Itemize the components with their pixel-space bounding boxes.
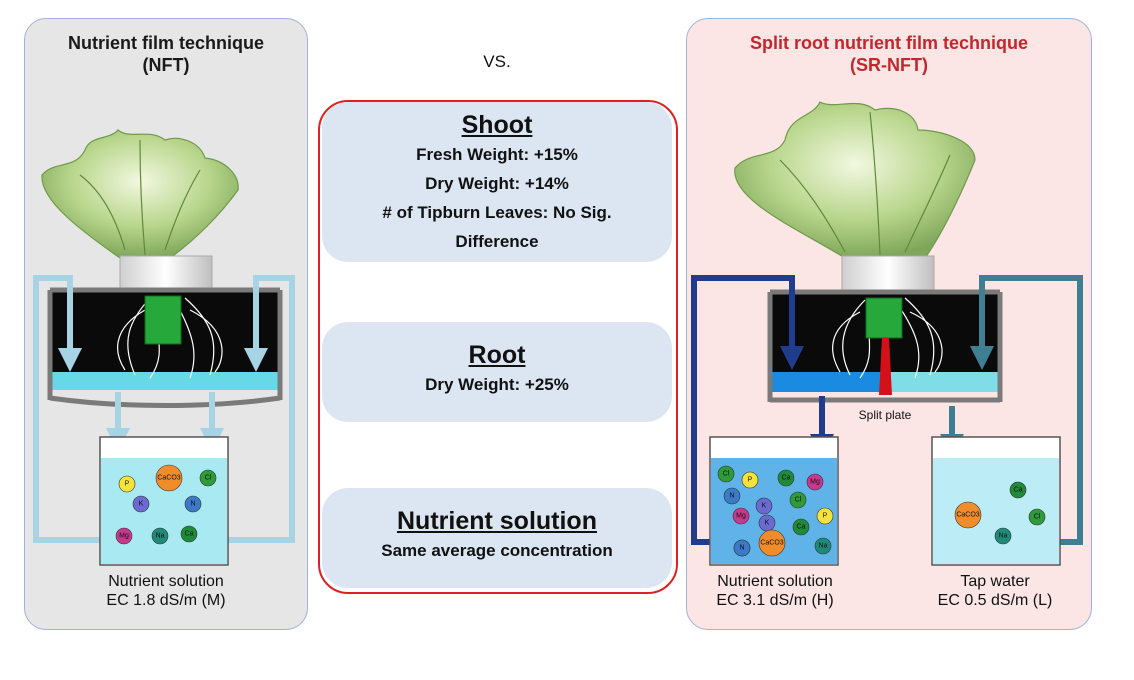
high-caption: Nutrient solution EC 3.1 dS/m (H): [680, 572, 870, 610]
svg-text:Ca: Ca: [1014, 487, 1023, 494]
shoot-line: Dry Weight: +14%: [425, 174, 569, 193]
high-ion-p: P: [816, 507, 834, 525]
high-ion-n: N: [723, 487, 741, 505]
svg-text:N: N: [190, 501, 195, 508]
high-ions: ClPCaMgNKClMgKCaPKCaCO3NaN: [717, 465, 834, 557]
low-ion-ca: Ca: [1009, 481, 1027, 499]
shoot-card: Shoot Fresh Weight: +15% Dry Weight: +14…: [322, 102, 672, 262]
high-ion-p: P: [741, 471, 759, 489]
svg-text:CaCO3: CaCO3: [760, 540, 783, 547]
shoot-line: # of Tipburn Leaves: No Sig.: [382, 203, 612, 222]
nft-title: Nutrient film technique (NFT): [24, 32, 308, 76]
svg-text:Ca: Ca: [185, 531, 194, 538]
low-caption-line1: Tap water: [960, 573, 1030, 590]
svg-text:Cl: Cl: [1034, 514, 1041, 521]
high-ion-mg: Mg: [732, 507, 750, 525]
nft-stem: [144, 295, 182, 345]
sr-nft-low-film: [885, 372, 998, 392]
high-ion-k: K: [755, 497, 773, 515]
svg-text:CaCO3: CaCO3: [956, 512, 979, 519]
sr-nft-high-film: [772, 372, 885, 392]
nft-title-line1: Nutrient film technique: [67, 33, 264, 53]
svg-text:Cl: Cl: [205, 475, 212, 482]
nft-caption: Nutrient solution EC 1.8 dS/m (M): [66, 572, 266, 610]
svg-text:K: K: [765, 520, 770, 527]
low-ion-caco3: CaCO3: [954, 501, 982, 529]
svg-text:P: P: [748, 477, 753, 484]
root-card: Root Dry Weight: +25%: [322, 322, 672, 422]
nft-ion-n: N: [184, 495, 202, 513]
high-ion-na: Na: [814, 537, 832, 555]
high-ion-ca: Ca: [777, 469, 795, 487]
nft-ion-caco3: CaCO3: [155, 464, 183, 492]
svg-text:K: K: [139, 501, 144, 508]
nft-title-line2: (NFT): [142, 55, 190, 75]
svg-text:CaCO3: CaCO3: [157, 475, 180, 482]
svg-text:P: P: [125, 481, 130, 488]
nft-ion-cl: Cl: [199, 469, 217, 487]
svg-text:Mg: Mg: [736, 513, 746, 520]
nft-ion-k: K: [132, 495, 150, 513]
high-ion-ca: Ca: [792, 518, 810, 536]
svg-text:Ca: Ca: [782, 475, 791, 482]
shoot-heading: Shoot: [461, 111, 533, 139]
split-plate-label: Split plate: [858, 408, 912, 422]
nft-ion-p: P: [118, 475, 136, 493]
nutrient-heading: Nutrient solution: [397, 507, 597, 535]
sr-nft-title-line1: Split root nutrient film technique: [750, 33, 1028, 53]
svg-text:Na: Na: [156, 533, 165, 540]
sr-nft-title-line2: (SR-NFT): [850, 55, 928, 75]
svg-text:Cl: Cl: [795, 497, 802, 504]
svg-text:Mg: Mg: [810, 479, 820, 486]
svg-text:Na: Na: [819, 543, 828, 550]
sr-nft-title: Split root nutrient film technique (SR-N…: [686, 32, 1092, 76]
low-ion-cl: Cl: [1028, 508, 1046, 526]
vs-label: VS.: [483, 52, 511, 71]
nft-pipes: [33, 275, 295, 543]
sr-nft-channel-frame: [767, 289, 1003, 403]
nft-channel-frame: [47, 287, 283, 408]
low-caption-line2: EC 0.5 dS/m (L): [937, 592, 1053, 609]
svg-text:Cl: Cl: [723, 471, 730, 478]
nft-caption-line2: EC 1.8 dS/m (M): [106, 592, 226, 609]
split-plate: [879, 338, 892, 395]
nft-caption-line1: Nutrient solution: [108, 573, 224, 590]
nutrient-card: Nutrient solution Same average concentra…: [322, 488, 672, 588]
svg-text:K: K: [762, 503, 767, 510]
shoot-line: Fresh Weight: +15%: [416, 145, 578, 164]
svg-text:N: N: [729, 493, 734, 500]
nft-ion-na: Na: [151, 527, 169, 545]
high-caption-line1: Nutrient solution: [717, 573, 833, 590]
svg-text:Na: Na: [999, 533, 1008, 540]
shoot-line: Difference: [455, 232, 539, 251]
low-ion-na: Na: [994, 527, 1012, 545]
svg-text:N: N: [739, 545, 744, 552]
nft-ion-ca: Ca: [180, 525, 198, 543]
high-caption-line2: EC 3.1 dS/m (H): [716, 592, 834, 609]
low-caption: Tap water EC 0.5 dS/m (L): [900, 572, 1090, 610]
nft-ion-mg: Mg: [115, 527, 133, 545]
high-ion-cl: Cl: [717, 465, 735, 483]
high-ion-k: K: [758, 514, 776, 532]
high-ion-mg: Mg: [806, 473, 824, 491]
high-ion-cl: Cl: [789, 491, 807, 509]
nft-lettuce: [41, 129, 239, 259]
high-ion-caco3: CaCO3: [758, 529, 786, 557]
sr-nft-lettuce: [734, 101, 976, 259]
nft-solution-film: [52, 372, 278, 390]
high-ion-n: N: [733, 539, 751, 557]
root-heading: Root: [468, 341, 526, 369]
nutrient-line: Same average concentration: [381, 541, 613, 560]
sr-nft-stem: [865, 297, 903, 339]
svg-text:Ca: Ca: [797, 524, 806, 531]
root-line: Dry Weight: +25%: [425, 375, 569, 394]
svg-text:P: P: [823, 513, 828, 520]
svg-text:Mg: Mg: [119, 533, 129, 540]
